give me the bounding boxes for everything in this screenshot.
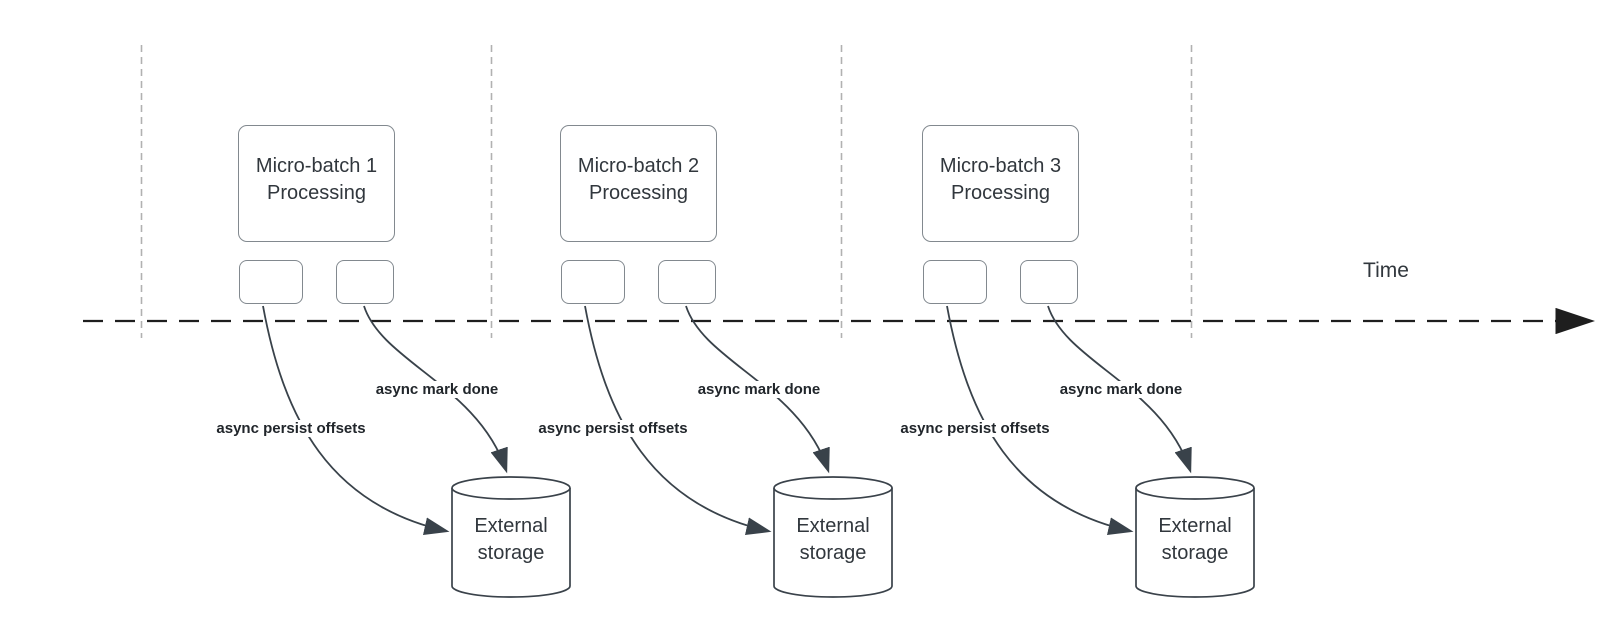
external-storage-cylinder-body (451, 488, 571, 598)
async-persist-offsets-label: async persist offsets (897, 420, 1053, 437)
external-storage-cylinder-body (773, 488, 893, 598)
external-storage-cylinder-top (773, 476, 893, 500)
flow-group-3 (946, 305, 1255, 598)
external-storage-label: External storage (452, 513, 570, 567)
external-storage-cylinder-body (1135, 488, 1255, 598)
persist-offsets-arrow (946, 305, 1134, 536)
external-storage-label: External storage (1136, 513, 1254, 567)
flow-group-1 (262, 305, 571, 598)
persist-offsets-task-box (923, 260, 987, 304)
external-storage-label: External storage (774, 513, 892, 567)
mark-done-arrow (363, 305, 508, 474)
mark-done-task-box (658, 260, 716, 304)
microbatch-1-processing-box: Micro-batch 1 Processing (238, 125, 395, 242)
async-mark-done-label: async mark done (694, 381, 824, 398)
mark-done-task-box (1020, 260, 1078, 304)
persist-offsets-arrow (262, 305, 450, 536)
async-mark-done-label: async mark done (372, 381, 502, 398)
microbatch-title-line2: Processing (589, 181, 688, 204)
async-persist-offsets-label: async persist offsets (213, 420, 369, 437)
storage-label-line1: External (474, 515, 548, 537)
microbatch-title-line1: Micro-batch 2 (577, 154, 700, 177)
microbatch-title-line2: Processing (267, 181, 366, 204)
persist-offsets-arrow (584, 305, 772, 536)
persist-offsets-task-box (561, 260, 625, 304)
async-mark-done-label: async mark done (1056, 381, 1186, 398)
storage-label-line2: storage (799, 542, 867, 564)
time-axis-label: Time (1363, 259, 1409, 282)
external-storage-cylinder-top (1135, 476, 1255, 500)
external-storage-cylinder-top (451, 476, 571, 500)
persist-offsets-task-box (239, 260, 303, 304)
storage-label-line1: External (796, 515, 870, 537)
storage-label-line2: storage (1161, 542, 1229, 564)
storage-label-line1: External (1158, 515, 1232, 537)
mark-done-task-box (336, 260, 394, 304)
flow-group-2 (584, 305, 893, 598)
mark-done-arrow (685, 305, 830, 474)
mark-done-arrow (1047, 305, 1192, 474)
microbatch-2-processing-box: Micro-batch 2 Processing (560, 125, 717, 242)
storage-label-line2: storage (477, 542, 545, 564)
microbatch-3-processing-box: Micro-batch 3 Processing (922, 125, 1079, 242)
microbatch-title-line1: Micro-batch 1 (255, 154, 378, 177)
async-persist-offsets-label: async persist offsets (535, 420, 691, 437)
microbatch-title-line2: Processing (951, 181, 1050, 204)
microbatch-title-line1: Micro-batch 3 (939, 154, 1062, 177)
